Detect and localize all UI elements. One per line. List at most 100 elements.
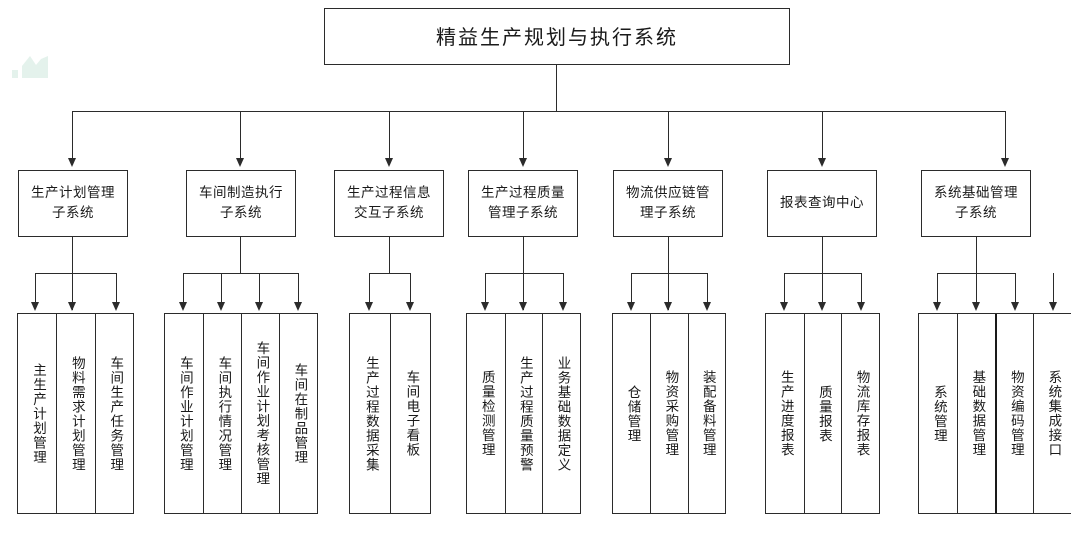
subsystem-label-4-line2: 管理子系统 (488, 204, 558, 221)
leaf-label-5-1: 仓储管理 (624, 384, 641, 443)
leaf-box-4-2[interactable]: 生产过程质量预警 (504, 314, 543, 513)
subsystem-label-5-line1: 物流供应链管 (626, 184, 710, 201)
drop-line-4 (523, 111, 525, 161)
leaf-box-6-3[interactable]: 物流库存报表 (841, 314, 879, 513)
leaf-label-5-2: 物资采购管理 (662, 370, 679, 457)
group5-leg-1 (631, 273, 633, 308)
leaf-box-1-2[interactable]: 物料需求计划管理 (56, 314, 95, 513)
leaf-label-2-3: 车间作业计划考核管理 (253, 341, 270, 486)
subsystem-box-6[interactable]: 报表查询中心 (767, 170, 877, 237)
leaf-box-3-2[interactable]: 车间电子看板 (390, 314, 430, 513)
subsystem-label-5-line2: 理子系统 (640, 204, 696, 221)
leaf-box-5-2[interactable]: 物资采购管理 (650, 314, 688, 513)
leaf-box-3-1[interactable]: 生产过程数据采集 (350, 314, 390, 513)
leaf-box-2-1[interactable]: 车间作业计划管理 (165, 314, 203, 513)
leaf-box-7-4[interactable]: 系统集成接口 (1033, 314, 1071, 513)
group3-stem (389, 237, 391, 274)
subsystem-label-3-line2: 交互子系统 (354, 204, 424, 221)
group6-leg-2 (822, 273, 824, 308)
leaf-box-7-1[interactable]: 系统管理 (919, 314, 957, 513)
arrow-down-5 (664, 158, 672, 167)
subsystem-label-7: 系统基础管理 子系统 (934, 184, 1018, 223)
group5-arrow-1 (627, 302, 635, 311)
subsystem-label-1: 生产计划管理 子系统 (31, 184, 115, 223)
subsystem-label-3-line1: 生产过程信息 (347, 184, 431, 201)
group7-arrow-4 (1049, 302, 1057, 311)
group3-bus (369, 273, 411, 275)
leaf-box-1-3[interactable]: 车间生产任务管理 (94, 314, 133, 513)
drop-line-1 (72, 111, 74, 161)
group1-leg-1 (35, 273, 37, 308)
leaf-group-2: 车间作业计划管理 车间执行情况管理 车间作业计划考核管理 车间在制品管理 (164, 313, 318, 514)
leaf-label-2-1: 车间作业计划管理 (176, 355, 193, 472)
subsystem-label-2-line2: 子系统 (220, 204, 262, 221)
arrow-down-6 (818, 158, 826, 167)
group1-arrow-1 (31, 302, 39, 311)
leaf-label-4-3: 业务基础数据定义 (554, 355, 571, 472)
group4-leg-3 (563, 273, 565, 308)
group7-leg-1 (937, 273, 939, 308)
group7-leg-4 (1053, 273, 1055, 308)
leaf-label-7-1: 系统管理 (930, 384, 947, 443)
drop-line-5 (668, 111, 670, 161)
leaf-label-5-3: 装配备料管理 (699, 370, 716, 457)
group5-bus (631, 273, 707, 275)
subsystem-label-1-line1: 生产计划管理 (31, 184, 115, 201)
leaf-box-2-2[interactable]: 车间执行情况管理 (203, 314, 241, 513)
subsystem-label-3: 生产过程信息 交互子系统 (347, 184, 431, 223)
subsystem-box-2[interactable]: 车间制造执行 子系统 (186, 170, 296, 237)
subsystem-box-5[interactable]: 物流供应链管 理子系统 (613, 170, 723, 237)
group3-leg-1 (369, 273, 371, 308)
group1-arrow-3 (112, 302, 120, 311)
leaf-label-6-1: 生产进度报表 (777, 370, 794, 457)
subsystem-label-2-line1: 车间制造执行 (199, 184, 283, 201)
group2-leg-2 (221, 273, 223, 308)
subsystem-label-6: 报表查询中心 (780, 194, 864, 214)
leaf-label-4-2: 生产过程质量预警 (516, 355, 533, 472)
group3-arrow-2 (406, 302, 414, 311)
group4-arrow-2 (519, 302, 527, 311)
subsystem-label-5: 物流供应链管 理子系统 (626, 184, 710, 223)
drop-line-3 (389, 111, 391, 161)
leaf-label-7-2: 基础数据管理 (969, 370, 986, 457)
subsystem-label-4: 生产过程质量 管理子系统 (481, 184, 565, 223)
group1-bus (35, 273, 116, 275)
root-title-label: 精益生产规划与执行系统 (436, 24, 678, 49)
leaf-box-6-2[interactable]: 质量报表 (803, 314, 842, 513)
subsystem-box-7[interactable]: 系统基础管理 子系统 (921, 170, 1031, 237)
leaf-label-1-3: 车间生产任务管理 (107, 355, 124, 472)
root-title-box: 精益生产规划与执行系统 (324, 8, 790, 65)
leaf-group-4: 质量检测管理 生产过程质量预警 业务基础数据定义 (466, 313, 581, 514)
leaf-box-5-3[interactable]: 装配备料管理 (687, 314, 725, 513)
group2-arrow-1 (179, 302, 187, 311)
group2-bus (183, 273, 298, 275)
leaf-group-7: 系统管理 基础数据管理 物资编码管理 系统集成接口 (918, 313, 1071, 514)
drop-line-6 (822, 111, 824, 161)
group6-arrow-3 (857, 302, 865, 311)
group2-leg-4 (298, 273, 300, 308)
leaf-label-2-4: 车间在制品管理 (291, 362, 308, 465)
subsystem-box-4[interactable]: 生产过程质量 管理子系统 (468, 170, 578, 237)
leaf-label-3-1: 生产过程数据采集 (362, 355, 379, 472)
leaf-label-1-1: 主生产计划管理 (30, 362, 47, 465)
group1-leg-3 (116, 273, 118, 308)
leaf-box-4-3[interactable]: 业务基础数据定义 (542, 314, 580, 513)
group5-arrow-2 (664, 302, 672, 311)
drop-line-7 (1005, 111, 1007, 161)
group4-leg-1 (485, 273, 487, 308)
leaf-box-7-2[interactable]: 基础数据管理 (957, 314, 995, 513)
group6-arrow-1 (780, 302, 788, 311)
leaf-label-2-2: 车间执行情况管理 (215, 355, 232, 472)
leaf-box-1-1[interactable]: 主生产计划管理 (18, 314, 57, 513)
arrow-down-4 (519, 158, 527, 167)
leaf-box-2-4[interactable]: 车间在制品管理 (279, 314, 317, 513)
leaf-box-4-1[interactable]: 质量检测管理 (467, 314, 505, 513)
subsystem-box-1[interactable]: 生产计划管理 子系统 (18, 170, 128, 237)
leaf-box-7-3[interactable]: 物资编码管理 (995, 314, 1033, 513)
leaf-box-6-1[interactable]: 生产进度报表 (766, 314, 804, 513)
subsystem-box-3[interactable]: 生产过程信息 交互子系统 (334, 170, 444, 237)
leaf-box-5-1[interactable]: 仓储管理 (613, 314, 651, 513)
group7-arrow-2 (972, 302, 980, 311)
leaf-box-2-3[interactable]: 车间作业计划考核管理 (241, 314, 279, 513)
